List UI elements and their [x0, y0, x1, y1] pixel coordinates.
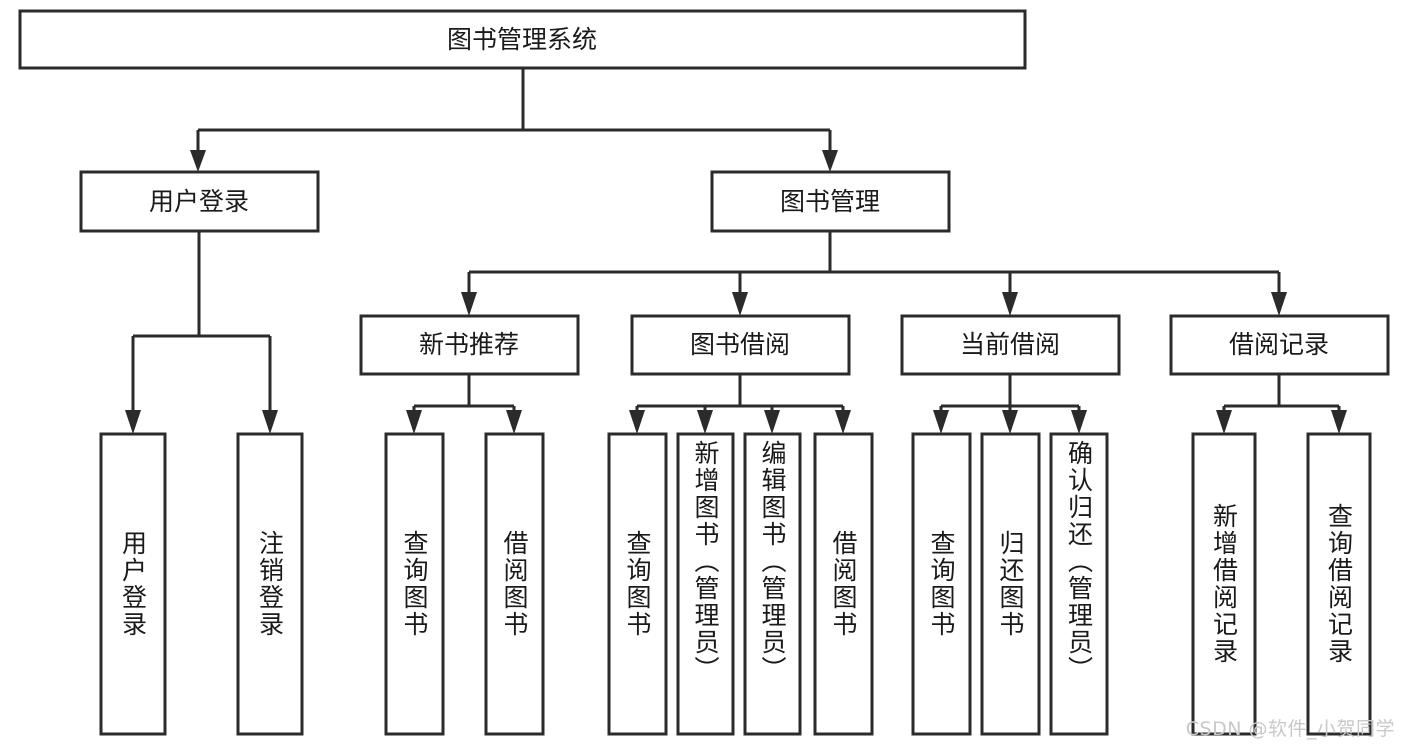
arrow-to-book-borrow — [732, 292, 748, 316]
leaf-add-book-box[interactable] — [676, 432, 735, 736]
node-new-book-recommend-label: 新书推荐 — [419, 330, 519, 359]
leaf-query-book-2-box[interactable] — [607, 432, 668, 736]
leaf-query-record-box[interactable] — [1306, 432, 1372, 736]
node-user-login-box[interactable] — [79, 170, 320, 233]
node-book-borrow[interactable]: 图书借阅 — [630, 314, 851, 376]
arrow-to-leaf-user-logout — [262, 410, 278, 434]
connector-new-book-recommend-to-leaves — [406, 374, 522, 434]
node-new-book-recommend[interactable]: 新书推荐 — [359, 314, 580, 376]
connector-book-manage-to-level3 — [461, 231, 1287, 316]
leaf-user-logout-box[interactable] — [236, 432, 304, 736]
arrow-to-leaf-query-record — [1331, 410, 1347, 434]
node-current-borrow-label: 当前借阅 — [960, 330, 1060, 359]
leaf-return-book-box[interactable] — [980, 432, 1041, 736]
node-root-box[interactable] — [18, 9, 1027, 70]
arrow-to-leaf-return-book — [1002, 410, 1018, 434]
node-current-borrow[interactable]: 当前借阅 — [900, 314, 1121, 376]
leaf-borrow-book-2-box[interactable] — [813, 432, 874, 736]
arrow-to-current-borrow — [1002, 292, 1018, 316]
arrow-to-leaf-edit-book — [764, 410, 780, 434]
leaf-add-record-box[interactable] — [1191, 432, 1257, 736]
node-borrow-record-label: 借阅记录 — [1229, 330, 1329, 359]
leaf-confirm-return-box[interactable] — [1049, 432, 1109, 736]
arrow-to-new-book-recommend — [461, 292, 477, 316]
arrow-to-leaf-query-book-1 — [406, 410, 422, 434]
arrow-to-leaf-query-book-3 — [933, 410, 949, 434]
node-book-manage-label: 图书管理 — [780, 187, 880, 216]
node-book-manage[interactable]: 图书管理 — [710, 170, 951, 233]
arrow-to-leaf-borrow-book-2 — [835, 410, 851, 434]
leaf-edit-book-box[interactable] — [743, 432, 802, 736]
node-book-borrow-label: 图书借阅 — [690, 330, 790, 359]
connector-borrow-record-to-leaves — [1216, 374, 1347, 434]
node-current-borrow-box[interactable] — [900, 314, 1121, 376]
arrow-to-leaf-confirm-return — [1071, 410, 1087, 434]
arrow-to-leaf-add-record — [1216, 410, 1232, 434]
node-user-login-label: 用户登录 — [149, 187, 249, 216]
arrow-to-borrow-record — [1271, 292, 1287, 316]
arrow-to-leaf-add-book — [697, 410, 713, 434]
arrow-to-leaf-borrow-book-1 — [506, 410, 522, 434]
node-user-login[interactable]: 用户登录 — [79, 170, 320, 233]
connector-book-borrow-to-leaves — [629, 374, 851, 434]
arrow-to-leaf-query-book-2 — [629, 410, 645, 434]
leaf-query-book-1-box[interactable] — [384, 432, 445, 736]
leaf-borrow-book-1-box[interactable] — [484, 432, 545, 736]
leaf-user-login-box[interactable] — [99, 432, 167, 736]
node-new-book-recommend-box[interactable] — [359, 314, 580, 376]
connector-user-login-to-leaves — [125, 231, 278, 434]
connector-current-borrow-to-leaves — [933, 374, 1087, 434]
arrow-to-user-login — [190, 150, 206, 172]
watermark-text: CSDN @软件_小贺同学 — [1185, 718, 1395, 740]
node-root-label: 图书管理系统 — [447, 25, 597, 54]
arrow-to-leaf-user-login — [125, 410, 141, 434]
node-borrow-record[interactable]: 借阅记录 — [1169, 314, 1390, 376]
arrow-to-book-manage — [822, 150, 838, 172]
leaf-query-book-3-box[interactable] — [911, 432, 972, 736]
connector-root-to-level2 — [190, 68, 838, 172]
node-root[interactable]: 图书管理系统 — [18, 9, 1027, 70]
